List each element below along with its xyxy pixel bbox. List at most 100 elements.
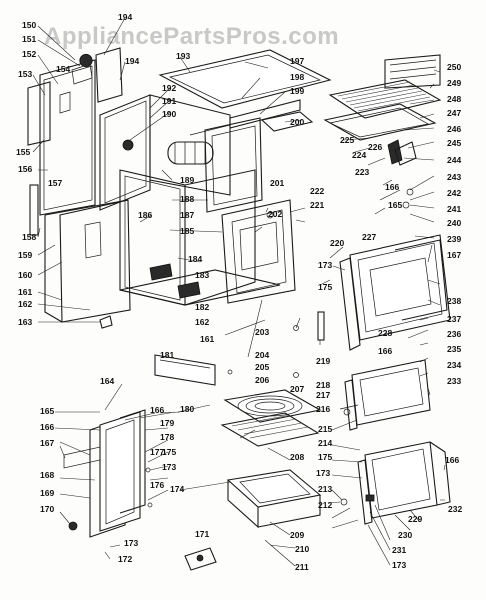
label-229: 229 xyxy=(408,514,422,524)
storage-drawer xyxy=(226,469,322,529)
label-227: 227 xyxy=(362,232,376,242)
label-240: 240 xyxy=(447,218,461,228)
label-249: 249 xyxy=(447,78,461,88)
label-178: 178 xyxy=(160,432,174,442)
left-side-panel-assembly xyxy=(27,47,131,329)
label-204: 204 xyxy=(255,350,269,360)
label-237: 237 xyxy=(447,314,461,324)
label-206: 206 xyxy=(255,375,269,385)
label-226: 226 xyxy=(368,142,382,152)
label-161b: 161 xyxy=(200,334,214,344)
label-215: 215 xyxy=(318,424,332,434)
label-160: 160 xyxy=(18,270,32,280)
label-207: 207 xyxy=(290,384,304,394)
label-209: 209 xyxy=(290,530,304,540)
label-201: 201 xyxy=(270,178,284,188)
label-181: 181 xyxy=(160,350,174,360)
label-175b: 175 xyxy=(318,282,332,292)
label-186: 186 xyxy=(138,210,152,220)
label-238: 238 xyxy=(447,296,461,306)
label-231: 231 xyxy=(392,545,406,555)
label-166e: 166 xyxy=(445,455,459,465)
label-236: 236 xyxy=(447,329,461,339)
label-161: 161 xyxy=(18,287,32,297)
label-163: 163 xyxy=(18,317,32,327)
label-197: 197 xyxy=(290,56,304,66)
label-234: 234 xyxy=(447,360,461,370)
label-151: 151 xyxy=(22,34,36,44)
label-159: 159 xyxy=(18,250,32,260)
label-166d: 166 xyxy=(378,346,392,356)
label-194: 194 xyxy=(125,56,139,66)
label-194a: 194 xyxy=(118,12,132,22)
label-154: 154 xyxy=(56,64,70,74)
label-185: 185 xyxy=(180,226,194,236)
label-212: 212 xyxy=(318,500,332,510)
label-219: 219 xyxy=(316,356,330,366)
label-179: 179 xyxy=(160,418,174,428)
label-184: 184 xyxy=(188,254,202,264)
label-248: 248 xyxy=(447,94,461,104)
label-189: 189 xyxy=(180,175,194,185)
label-174: 174 xyxy=(170,484,184,494)
part-number-labels: 150 151 152 153 154 155 156 157 158 159 … xyxy=(16,12,462,572)
label-168: 168 xyxy=(40,470,54,480)
label-165: 165 xyxy=(40,406,54,416)
label-150: 150 xyxy=(22,20,36,30)
right-side-panel-assembly xyxy=(340,359,451,525)
label-167: 167 xyxy=(40,438,54,448)
label-153: 153 xyxy=(18,69,32,79)
label-165b: 165 xyxy=(388,200,402,210)
label-182: 182 xyxy=(195,302,209,312)
label-175: 175 xyxy=(162,447,176,457)
label-167b: 167 xyxy=(447,250,461,260)
label-176: 176 xyxy=(150,480,164,490)
label-187: 187 xyxy=(180,210,194,220)
label-193: 193 xyxy=(176,51,190,61)
label-183: 183 xyxy=(195,270,209,280)
label-246: 246 xyxy=(447,124,461,134)
label-190: 190 xyxy=(162,109,176,119)
small-hardware xyxy=(184,404,359,571)
label-244: 244 xyxy=(447,155,461,165)
label-173: 173 xyxy=(162,462,176,472)
label-173b: 173 xyxy=(124,538,138,548)
label-180: 180 xyxy=(180,404,194,414)
label-220: 220 xyxy=(330,238,344,248)
rack-assembly xyxy=(323,54,442,209)
label-250: 250 xyxy=(447,62,461,72)
label-245: 245 xyxy=(447,138,461,148)
label-191: 191 xyxy=(162,96,176,106)
drawer-front-trim xyxy=(154,354,233,386)
label-164: 164 xyxy=(100,376,114,386)
label-228: 228 xyxy=(378,328,392,338)
label-221: 221 xyxy=(310,200,324,210)
label-225: 225 xyxy=(340,135,354,145)
label-166: 166 xyxy=(40,422,54,432)
label-198: 198 xyxy=(290,72,304,82)
label-172: 172 xyxy=(118,554,132,564)
label-202: 202 xyxy=(268,209,282,219)
label-214: 214 xyxy=(318,438,332,448)
label-241: 241 xyxy=(447,204,461,214)
label-170: 170 xyxy=(40,504,54,514)
label-158: 158 xyxy=(22,232,36,242)
label-188: 188 xyxy=(180,194,194,204)
label-156: 156 xyxy=(18,164,32,174)
label-192: 192 xyxy=(162,83,176,93)
label-177: 177 xyxy=(150,447,164,457)
label-199: 199 xyxy=(290,86,304,96)
left-lower-door xyxy=(63,409,153,538)
label-169: 169 xyxy=(40,488,54,498)
label-247: 247 xyxy=(447,108,461,118)
label-213: 213 xyxy=(318,484,332,494)
label-210: 210 xyxy=(295,544,309,554)
oven-body-frame xyxy=(119,169,296,306)
label-205: 205 xyxy=(255,362,269,372)
label-173d: 173 xyxy=(318,260,332,270)
broil-element-pan xyxy=(220,389,322,447)
label-166b: 166 xyxy=(150,405,164,415)
label-162: 162 xyxy=(18,299,32,309)
label-166c: 166 xyxy=(385,182,399,192)
watermark-text: AppliancePartsPros.com xyxy=(44,23,339,50)
